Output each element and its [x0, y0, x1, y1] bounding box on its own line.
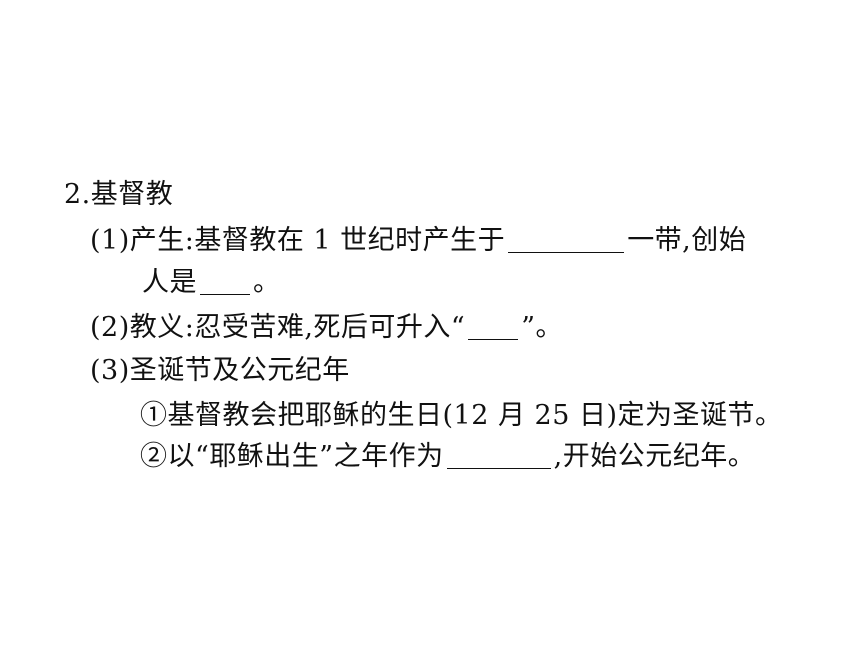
origin-text-before: (1)产生:基督教在 1 世纪时产生于 [90, 225, 506, 256]
heading-text: 2.基督教 [64, 179, 174, 210]
item-christmas-sub1: ①基督教会把耶稣的生日(12 月 25 日)定为圣诞节。 [140, 399, 783, 433]
doctrine-blank[interactable] [468, 313, 519, 340]
section-heading: 2.基督教 [64, 178, 173, 212]
founder-text-before: 人是 [142, 267, 197, 298]
christmas-sub1-text: ①基督教会把耶稣的生日(12 月 25 日)定为圣诞节。 [140, 400, 783, 431]
origin-text-after: 一带,创始 [627, 225, 747, 256]
era-text-after: ,开始公元纪年。 [553, 441, 756, 472]
origin-place-blank[interactable] [508, 226, 625, 253]
era-blank[interactable] [446, 442, 551, 469]
era-text-before: ②以“耶稣出生”之年作为 [140, 441, 444, 472]
item-origin-line1: (1)产生:基督教在 1 世纪时产生于 一带,创始 [90, 224, 746, 258]
christmas-title-text: (3)圣诞节及公元纪年 [90, 355, 350, 386]
founder-blank[interactable] [200, 268, 250, 295]
item-christmas-title: (3)圣诞节及公元纪年 [90, 354, 350, 388]
item-doctrine: (2)教义:忍受苦难,死后可升入“ ”。 [90, 311, 563, 345]
doctrine-text-after: ”。 [521, 312, 564, 343]
item-origin-line2: 人是 。 [142, 266, 281, 300]
doctrine-text-before: (2)教义:忍受苦难,死后可升入“ [90, 312, 466, 343]
founder-text-after: 。 [253, 267, 281, 298]
item-christmas-sub2: ②以“耶稣出生”之年作为 ,开始公元纪年。 [140, 440, 755, 474]
